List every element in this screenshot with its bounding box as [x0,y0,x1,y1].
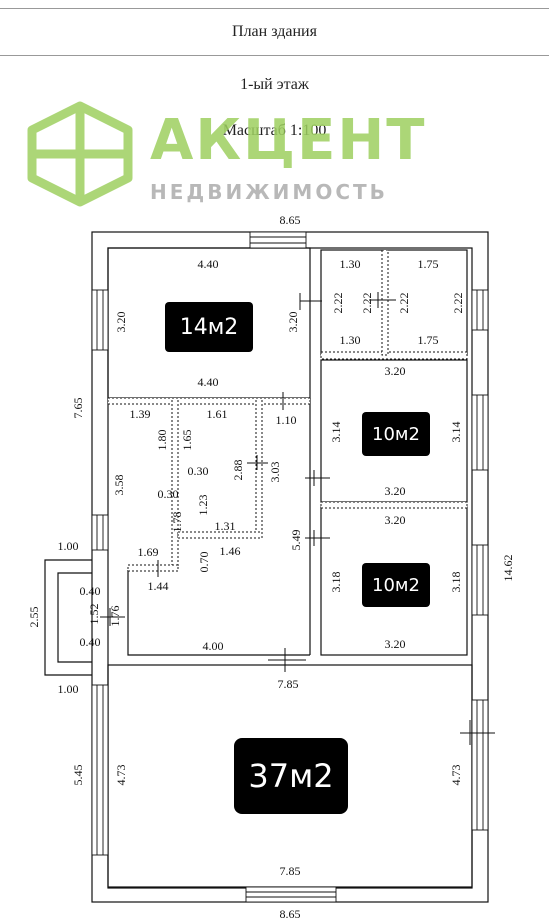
dim-100a: 1.00 [58,539,79,553]
dim-070: 0.70 [197,552,211,573]
dim-358: 3.58 [112,475,126,496]
dim-110: 1.10 [276,413,297,427]
area-badge-room-b: 10м2 [362,412,430,456]
dim-s1-top: 1.30 [340,257,361,271]
dim-030b: 0.30 [158,487,179,501]
dim-549: 5.49 [289,530,303,551]
porch-inner [57,572,92,663]
dim-040b: 0.40 [80,635,101,649]
dim-r1-top: 4.40 [198,257,219,271]
window-top [249,231,307,249]
dim-top-width: 8.65 [280,213,301,227]
dim-303: 3.03 [268,462,282,483]
dim-180: 1.80 [155,430,169,451]
window-right-4 [471,699,489,831]
dim-s1-bottom: 1.30 [340,333,361,347]
dim-r2-bottom: 3.20 [385,484,406,498]
partition-small-rooms [320,351,468,360]
dim-s2-right: 2.22 [451,293,465,314]
dim-big-left-outer: 5.45 [71,765,85,786]
partition-bath-left [171,397,179,569]
dim-165: 1.65 [180,430,194,451]
dim-s2-left: 2.22 [397,293,411,314]
dim-400: 4.00 [203,639,224,653]
dim-r1-right: 3.20 [286,312,300,333]
brand-logo-icon [27,101,133,207]
window-right-1 [471,289,489,331]
floor-label: 1-ый этаж [240,76,309,93]
dim-s1-right: 2.22 [360,293,374,314]
dim-r2-top: 3.20 [385,364,406,378]
dim-r1-bottom: 4.40 [198,375,219,389]
dim-146: 1.46 [220,544,241,558]
dim-big-bottom: 7.85 [280,864,301,878]
dim-169: 1.69 [138,545,159,559]
dim-123: 1.23 [196,495,210,516]
window-right-2 [471,394,489,471]
dim-040a: 0.40 [80,584,101,598]
window-right-3 [471,544,489,616]
dim-r2-right: 3.14 [449,422,463,443]
area-badge-room-c: 10м2 [362,563,430,607]
dim-144: 1.44 [148,579,169,593]
dim-big-left: 4.73 [114,765,128,786]
dim-bottom-width: 8.65 [280,907,301,920]
window-bottom [245,886,337,903]
dim-176: 1.76 [108,606,122,627]
porch-outer [44,559,92,676]
dim-131: 1.31 [215,519,236,533]
dim-152: 1.52 [87,604,101,625]
dim-s1-left: 2.22 [331,293,345,314]
plan-header: План здания [0,8,549,56]
partition-small-vertical [381,249,389,356]
dim-r1-left: 3.20 [114,312,128,333]
area-badge-room-d: 37м2 [234,738,348,814]
dim-161: 1.61 [207,407,228,421]
brand-name: АКЦЕНТ [150,108,427,173]
dim-s2-bottom: 1.75 [418,333,439,347]
dim-030a: 0.30 [188,464,209,478]
brand-tagline: НЕДВИЖИМОСТЬ [150,180,388,204]
partition-bath-bottom [177,531,263,539]
partition-room-b-c [320,501,468,509]
dim-big-top: 7.85 [278,677,299,691]
dim-r3-right: 3.18 [449,572,463,593]
dim-178: 1.78 [170,512,184,533]
dim-r2-left: 3.14 [329,422,343,443]
window-left-3 [91,684,109,856]
partition-horizontal [107,397,311,405]
dim-left-upper: 7.65 [71,398,85,419]
plan-title: План здания [232,23,317,40]
dim-big-right: 4.73 [449,765,463,786]
dim-288: 2.88 [231,460,245,481]
hall-outline [127,570,310,656]
dim-right-total: 14.62 [501,555,515,582]
dim-100b: 1.00 [58,682,79,696]
dim-255: 2.55 [27,607,41,628]
dim-139: 1.39 [130,407,151,421]
area-badge-room-a: 14м2 [165,302,253,352]
dim-r3-left: 3.18 [329,572,343,593]
partition-wc-bottom [127,564,179,572]
window-left-2 [91,514,109,551]
dim-r3-bottom: 3.20 [385,637,406,651]
dim-r3-top: 3.20 [385,513,406,527]
scale-label: Масштаб 1:100 [222,122,327,139]
dim-s2-top: 1.75 [418,257,439,271]
window-left-1 [91,289,109,351]
